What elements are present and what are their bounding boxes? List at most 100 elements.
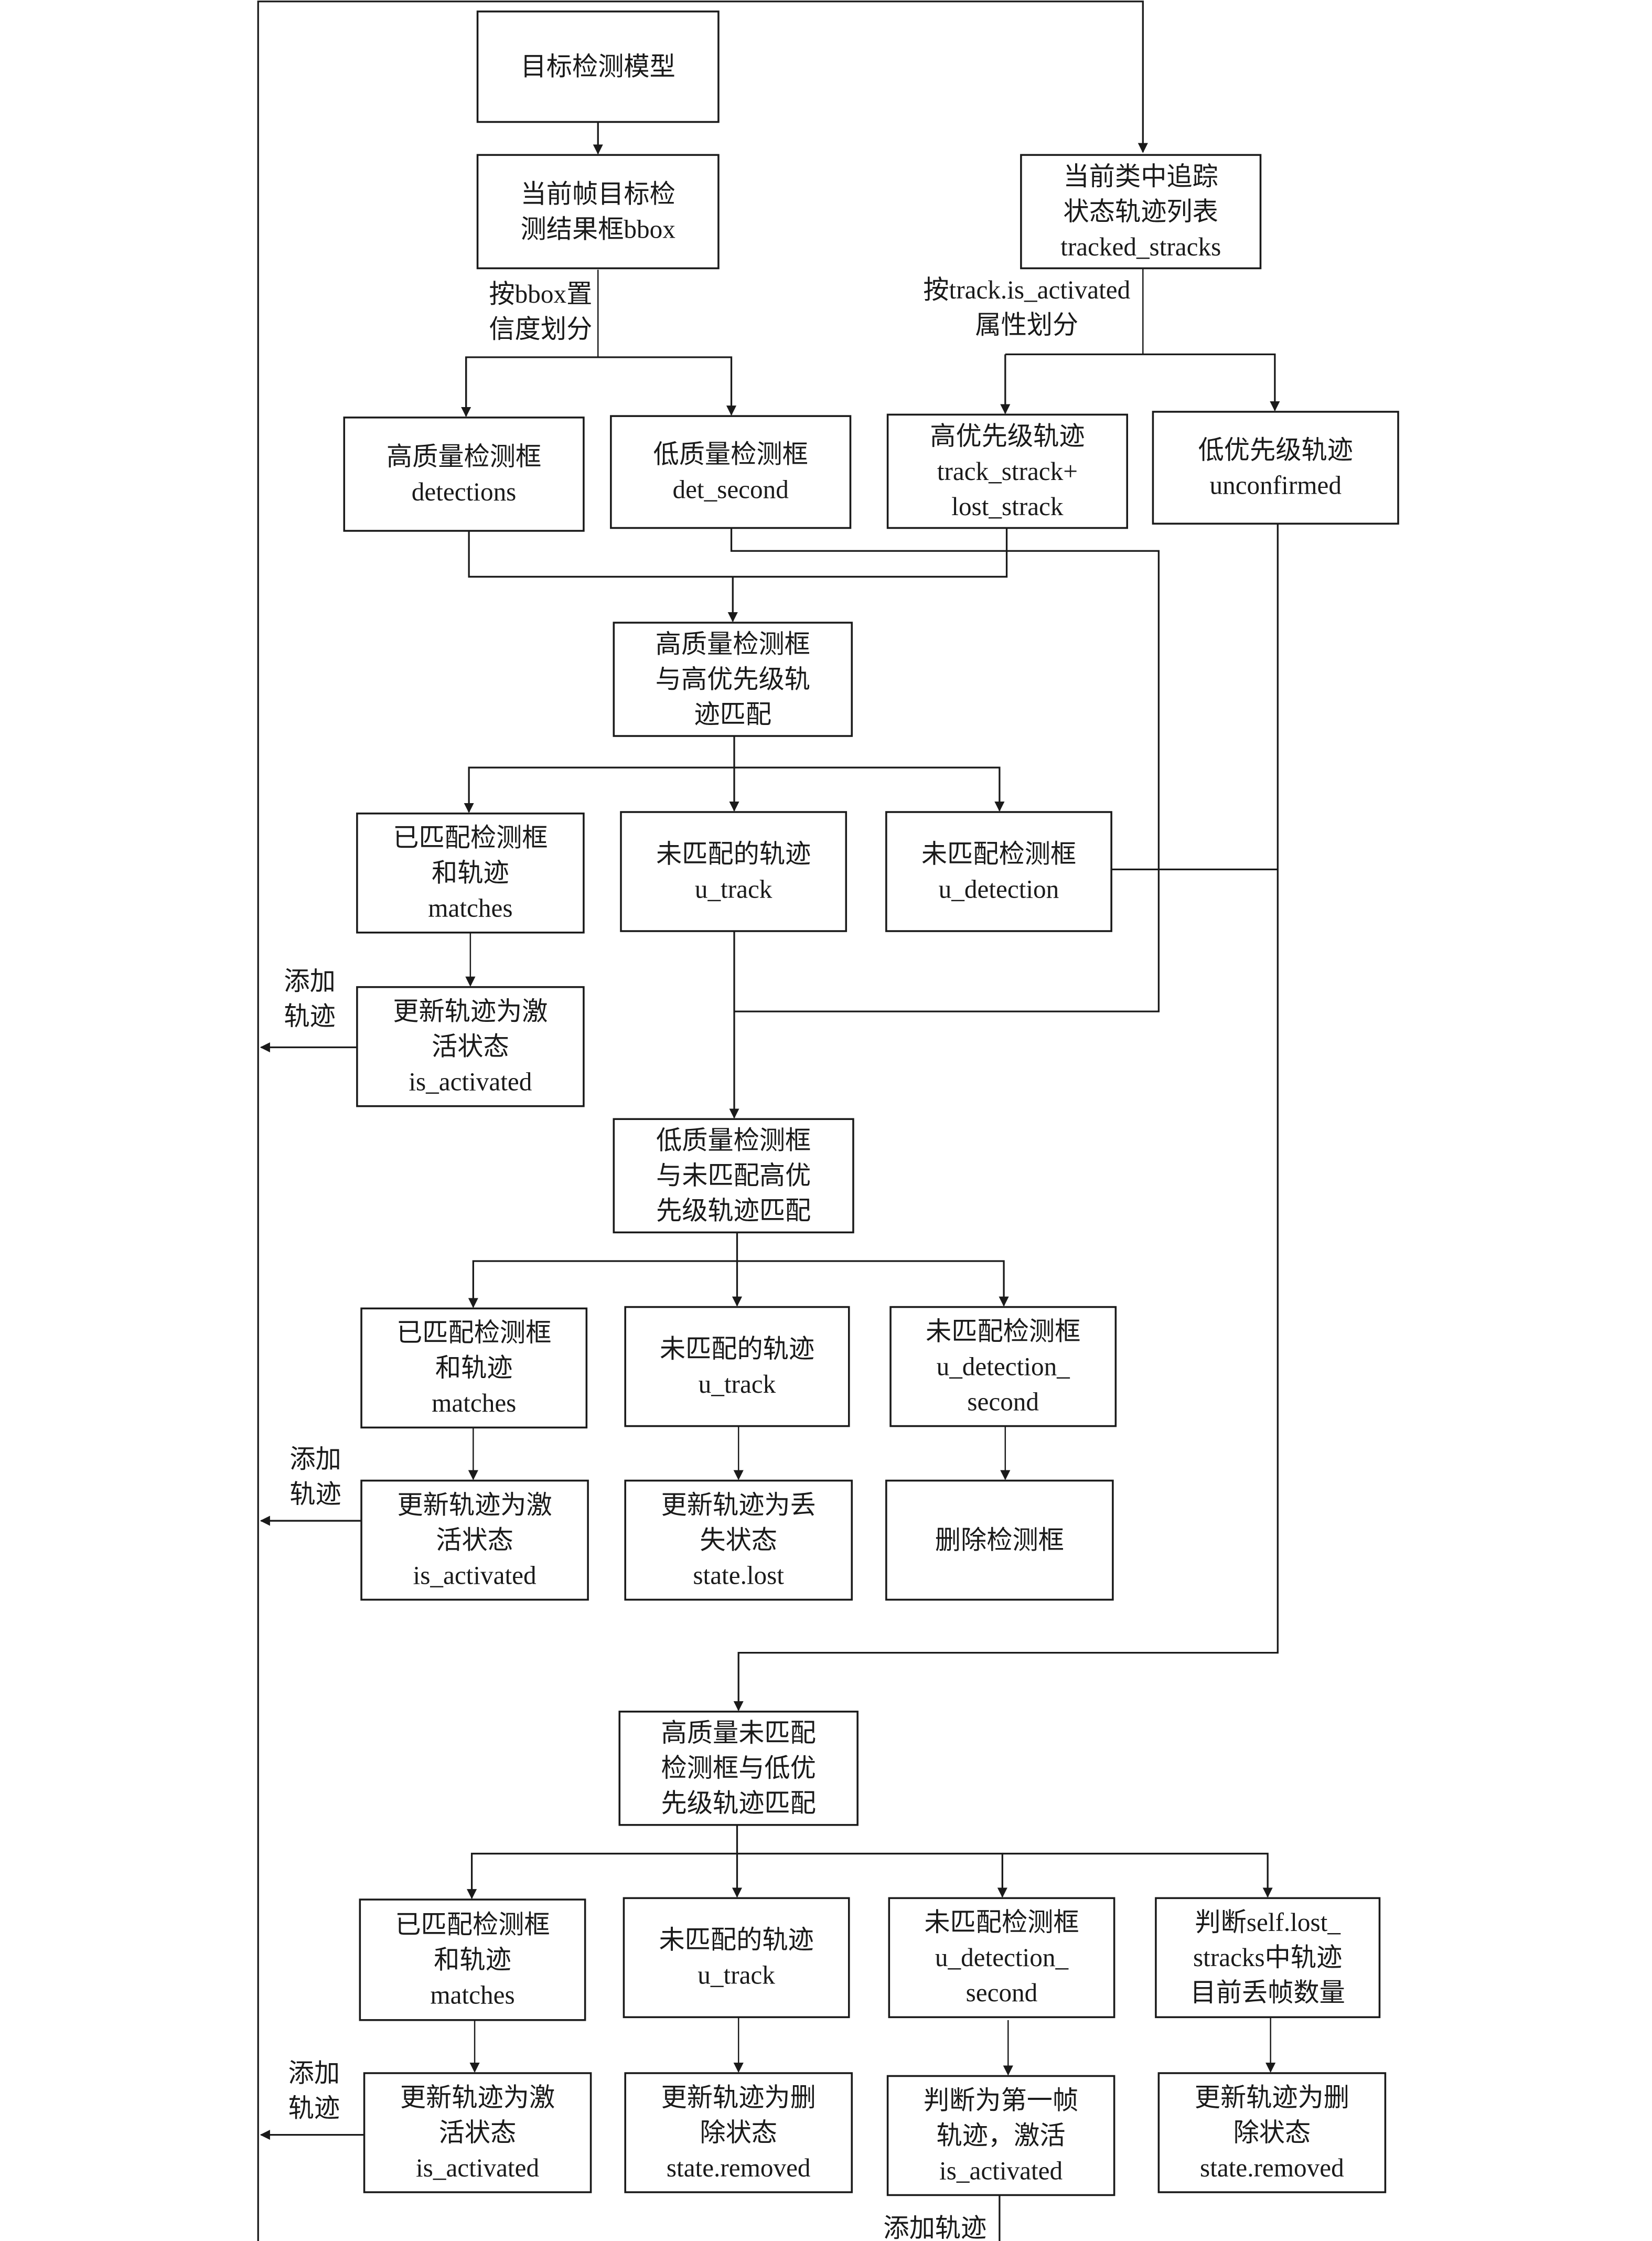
node-text-line: lost_strack (951, 492, 1064, 521)
node-box (624, 1479, 853, 1601)
edge-label-line: 按bbox置 (489, 280, 592, 308)
edge-split-active-branch (1005, 353, 1280, 412)
node-box (360, 1479, 589, 1601)
edge-label-line: 添加轨迹 (883, 2214, 986, 2241)
node-text-line: 未匹配的轨迹 (656, 839, 811, 868)
node-text-line: is_activated (416, 2153, 539, 2182)
node-box (889, 1306, 1117, 1427)
node-text-line: 未匹配检测框 (921, 839, 1076, 868)
node-box (359, 1898, 586, 2021)
node-text-line: 已匹配检测框 (396, 1318, 551, 1347)
edge-split-conf-branch (465, 356, 737, 417)
node-box (885, 811, 1112, 932)
node-text-line: 更新轨迹为激 (400, 2083, 555, 2112)
node-text-line: 与未匹配高优 (656, 1161, 811, 1190)
node-text-line: 目标检测模型 (521, 52, 675, 81)
node-box (623, 1897, 850, 2019)
node-m2-delete: 删除检测框 (885, 1479, 1114, 1601)
node-text-line: second (966, 1978, 1038, 2007)
edge-label-line: 添加 (289, 1445, 341, 1474)
node-box (1155, 1897, 1381, 2019)
node-box (363, 2072, 592, 2193)
edge-match3-branch-left (467, 1852, 737, 1899)
node-text-line: 未匹配检测框 (926, 1317, 1080, 1346)
edge-label-split-active: 按track.is_activated 属性划分 (923, 275, 1130, 339)
edge-labels: 按bbox置信度划分按track.is_activated属性划分添加轨迹添加轨… (284, 275, 1130, 2241)
edge-label-line: 添加 (288, 2058, 340, 2087)
node-box (343, 417, 585, 532)
node-text-line: 状态轨迹列表 (1064, 197, 1218, 226)
edge-label-line: 轨迹 (284, 1002, 335, 1031)
node-text-line: second (967, 1387, 1039, 1416)
node-text-line: 更新轨迹为删 (661, 2083, 816, 2112)
edge-label-line: 信度划分 (489, 315, 592, 344)
node-text-line: 与高优先级轨 (656, 665, 810, 693)
edge-label-line: 按track.is_activated (923, 275, 1130, 304)
node-box (624, 1306, 850, 1427)
node-text-line: tracked_stracks (1060, 232, 1221, 261)
node-text-line: state.lost (693, 1561, 784, 1589)
connectors (257, 1, 1280, 2241)
edge-label-add-track-3: 添加轨迹 (288, 2058, 340, 2122)
node-text-line: 活状态 (436, 1525, 513, 1554)
edge-match2-branch-right (737, 1260, 1009, 1307)
node-box (610, 415, 852, 529)
node-text-line: stracks中轨迹 (1193, 1943, 1342, 1972)
node-text-line: u_detection_ (935, 1943, 1069, 1972)
node-text-line: 先级轨迹匹配 (661, 1789, 816, 1818)
node-text-line: state.removed (667, 2153, 811, 2182)
node-text-line: detections (412, 477, 517, 506)
edge-newtrack-add-track (999, 2195, 1001, 2241)
node-text-line: 除状态 (1233, 2118, 1311, 2147)
node-text-line: 活状态 (439, 2118, 517, 2147)
node-text-line: u_track (695, 874, 773, 903)
node-box (888, 1897, 1115, 2019)
node-text-line: 未匹配检测框 (924, 1908, 1079, 1937)
node-text-line: 低质量检测框 (656, 1126, 811, 1155)
node-text-line: 活状态 (432, 1032, 509, 1061)
node-text-line: 当前帧目标检 (521, 179, 675, 208)
edge-label-line: 添加 (284, 967, 335, 996)
node-m1-utrack: 未匹配的轨迹 u_track (620, 811, 848, 932)
edge-match3-branch-mid-right (737, 1852, 1007, 1898)
edge-label-line: 轨迹 (289, 1480, 341, 1509)
edge-label-line: 属性划分 (975, 311, 1078, 339)
loop-feedback-line (257, 1, 1148, 2241)
node-text-line: u_track (698, 1961, 775, 1990)
edge-low-track-route (733, 524, 1279, 1711)
node-text-line: 低质量检测框 (653, 440, 808, 469)
node-text-line: 已匹配检测框 (393, 824, 548, 852)
node-text-line: det_second (672, 475, 789, 504)
node-text-line: 更新轨迹为激 (393, 997, 548, 1026)
node-text-line: 先级轨迹匹配 (656, 1197, 811, 1225)
node-box (613, 1118, 854, 1234)
node-text-line: matches (430, 1980, 514, 2009)
node-box (624, 2072, 853, 2193)
edge-high-det-to-match1 (468, 528, 1008, 578)
edge-low-det-route (730, 528, 1160, 1012)
edge-match1-branch-left (464, 766, 734, 813)
node-box (360, 1307, 588, 1429)
edge-match1-branch-right (734, 766, 1005, 812)
node-text-line: 删除检测框 (935, 1525, 1064, 1554)
node-text-line: u_detection_ (937, 1352, 1070, 1381)
node-m3-udet: 未匹配检测框 u_detection_second (888, 1897, 1115, 2019)
node-text-line: 测结果框bbox (521, 215, 676, 243)
node-text-line: is_activated (409, 1068, 532, 1096)
node-low-det: 低质量检测框 det_second (610, 415, 852, 529)
